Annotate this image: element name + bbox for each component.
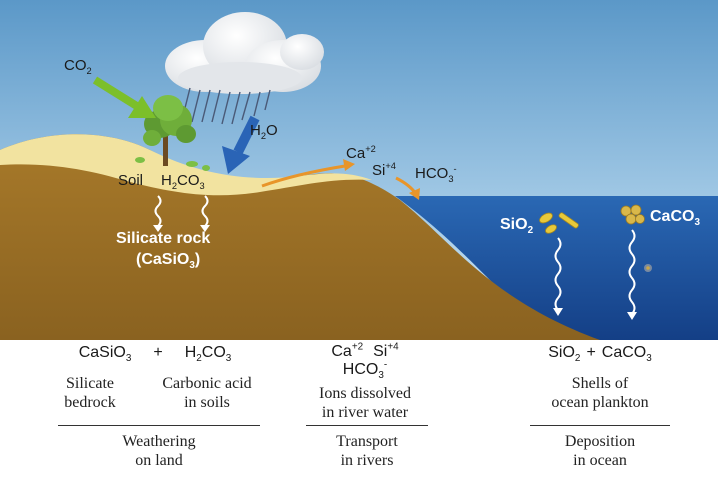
- carbonic-acid-desc: Carbonic acid in soils: [162, 375, 252, 411]
- transport-si: Si+4: [373, 342, 399, 361]
- weathering-arrows: [154, 195, 209, 227]
- soil-h2co3-label: H2CO3: [161, 172, 205, 191]
- silicate-bedrock-desc: Silicate bedrock: [64, 375, 116, 411]
- ground-plants: [135, 157, 210, 171]
- sio2-shells: [539, 212, 579, 234]
- transport-ions: Ca+2 Si+4: [300, 342, 430, 361]
- weathering-divider: [58, 425, 260, 426]
- weathering-arrowheads: [153, 225, 210, 232]
- weathering-plus: +: [153, 344, 163, 361]
- caco3-shells: [620, 204, 645, 225]
- settling-arrowheads: [553, 308, 637, 320]
- weathering-cycle-illustration: [0, 0, 718, 340]
- deposition-process: Deposition in ocean: [564, 433, 636, 469]
- settling-arrows: [554, 229, 636, 315]
- deposition-plus: +: [586, 344, 596, 361]
- ocean: [395, 196, 718, 340]
- ca-ion-label: Ca+2: [346, 144, 376, 162]
- ions-dissolved-desc: Ions dissolved in river water: [319, 385, 411, 421]
- rain: [181, 87, 271, 125]
- plankton-shells-desc: Shells of ocean plankton: [551, 375, 649, 411]
- river-arrowheads: [343, 159, 420, 200]
- weathering-casio3: CaSiO3: [78, 344, 132, 365]
- hco3-ion-label: HCO3-: [415, 164, 457, 184]
- co2-label: CO2: [64, 57, 92, 76]
- deposition-divider: [530, 425, 670, 426]
- deposition-sio2: SiO2: [548, 344, 581, 365]
- plankton-particle: [644, 264, 652, 272]
- weathering-process: Weathering on land: [122, 433, 196, 469]
- weathering-h2co3: H2CO3: [184, 344, 232, 365]
- co2-arrow: [92, 76, 156, 118]
- si-ion-label: Si+4: [372, 161, 396, 179]
- transport-divider: [306, 425, 428, 426]
- soil-label: Soil: [118, 172, 144, 189]
- rain-cloud: [165, 12, 324, 94]
- sio2-label: SiO2: [500, 216, 534, 237]
- transport-ca: Ca+2: [331, 342, 364, 361]
- weathering-equation: CaSiO3 + H2CO3: [40, 344, 270, 364]
- casio3-rock-label: (CaSiO3): [136, 251, 201, 272]
- deposition-equation: SiO2 + CaCO3: [520, 344, 680, 364]
- transport-hco3: HCO3-: [342, 360, 388, 382]
- silicate-rock-label: Silicate rock: [116, 230, 211, 247]
- deposition-caco3: CaCO3: [601, 344, 652, 365]
- h2o-label: H2O: [250, 122, 278, 141]
- h2o-arrow: [222, 115, 260, 174]
- transport-process: Transport in rivers: [336, 433, 398, 469]
- caco3-label: CaCO3: [650, 208, 700, 229]
